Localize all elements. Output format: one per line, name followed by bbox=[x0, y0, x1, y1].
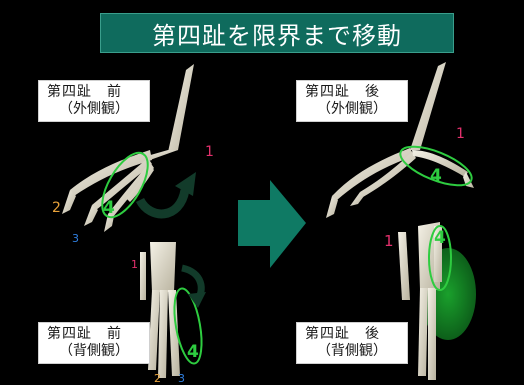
toe-label-4: 4 bbox=[103, 198, 115, 218]
slide-title-text: 第四趾を限界まで移動 bbox=[152, 16, 402, 51]
caption-top-right: 第四趾 後 （外側観） bbox=[296, 80, 408, 122]
toe-label-1: 1 bbox=[456, 126, 465, 142]
right-arrow-icon bbox=[238, 180, 306, 268]
toe-label-2: 2 bbox=[52, 200, 61, 216]
caption-line2: （外側観） bbox=[47, 101, 141, 118]
caption-line2: （背側観） bbox=[47, 343, 141, 360]
caption-line2: （外側観） bbox=[305, 101, 399, 118]
caption-top-left: 第四趾 前 （外側観） bbox=[38, 80, 150, 122]
toe-label-4: 4 bbox=[187, 342, 199, 362]
toe-label-3: 3 bbox=[72, 232, 79, 245]
toe-label-1: 1 bbox=[131, 258, 138, 271]
toe-label-1: 1 bbox=[384, 232, 394, 250]
toe-label-2: 2 bbox=[154, 372, 161, 385]
toe-label-4: 4 bbox=[430, 166, 442, 186]
rotation-arrow-icon bbox=[182, 268, 206, 308]
caption-line1: 第四趾 後 bbox=[305, 326, 399, 343]
toe-label-4: 4 bbox=[434, 228, 446, 248]
caption-line1: 第四趾 前 bbox=[47, 326, 141, 343]
caption-line1: 第四趾 前 bbox=[47, 84, 141, 101]
caption-bottom-left: 第四趾 前 （背側観） bbox=[38, 322, 150, 364]
slide-title: 第四趾を限界まで移動 bbox=[100, 13, 454, 53]
caption-line2: （背側観） bbox=[305, 343, 399, 360]
toe-label-3: 3 bbox=[178, 372, 185, 385]
caption-line1: 第四趾 後 bbox=[305, 84, 399, 101]
toe-label-1: 1 bbox=[205, 144, 214, 160]
caption-bottom-right: 第四趾 後 （背側観） bbox=[296, 322, 408, 364]
